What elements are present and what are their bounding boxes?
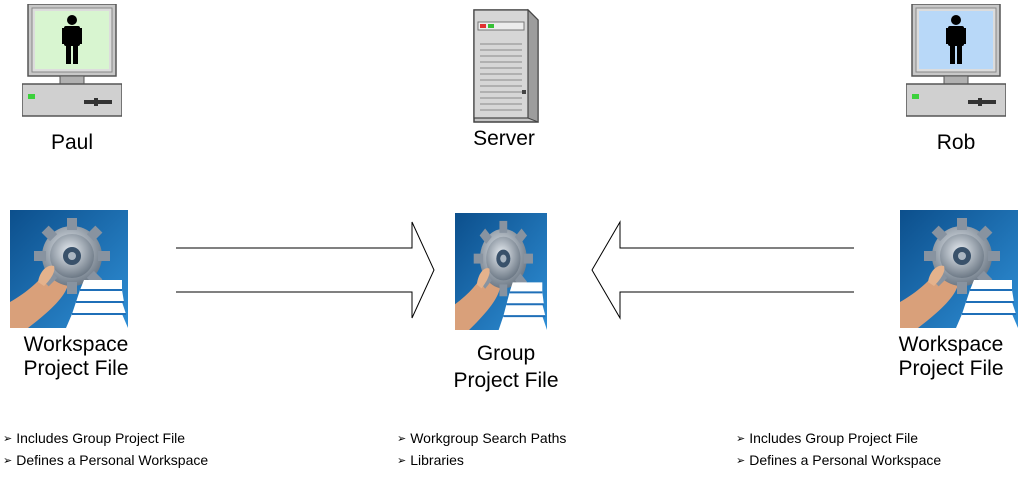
center-file-label: Group Project File (450, 342, 562, 393)
rob-label: Rob (936, 131, 976, 154)
center-file-line1: Group (476, 342, 536, 365)
project-file-icon (10, 210, 128, 328)
right-file-line1: Workspace (898, 333, 1004, 356)
person-icon (946, 15, 966, 64)
server-icon (473, 8, 539, 123)
list-item: Defines a Personal Workspace (736, 450, 941, 472)
list-item: Includes Group Project File (736, 428, 941, 450)
left-file-line2: Project File (23, 357, 129, 380)
computer-icon (906, 4, 1006, 122)
paul-label: Paul (50, 131, 94, 154)
left-file-label: Workspace Project File (0, 333, 152, 381)
arrow-icon (591, 220, 854, 320)
right-file-label: Workspace Project File (878, 333, 1024, 381)
list-item: Defines a Personal Workspace (3, 450, 208, 472)
right-file-line2: Project File (898, 357, 1004, 380)
right-project-file (900, 210, 1018, 328)
paul-computer (22, 4, 122, 122)
list-item: Libraries (397, 450, 566, 472)
arrow-icon (176, 221, 435, 319)
center-file-line2: Project File (453, 369, 559, 392)
server-label: Server (473, 127, 535, 150)
left-file-line1: Workspace (23, 333, 129, 356)
server (468, 4, 540, 126)
project-file-icon (455, 213, 547, 330)
left-bullet-list: Includes Group Project File Defines a Pe… (3, 428, 208, 472)
computer-icon (22, 4, 122, 122)
left-project-file (10, 210, 128, 328)
center-bullet-list: Workgroup Search Paths Libraries (397, 428, 566, 472)
list-item: Workgroup Search Paths (397, 428, 566, 450)
person-icon (62, 15, 82, 64)
rob-computer (906, 4, 1006, 122)
list-item: Includes Group Project File (3, 428, 208, 450)
project-file-icon (900, 210, 1018, 328)
center-project-file (455, 213, 547, 330)
right-bullet-list: Includes Group Project File Defines a Pe… (736, 428, 941, 472)
